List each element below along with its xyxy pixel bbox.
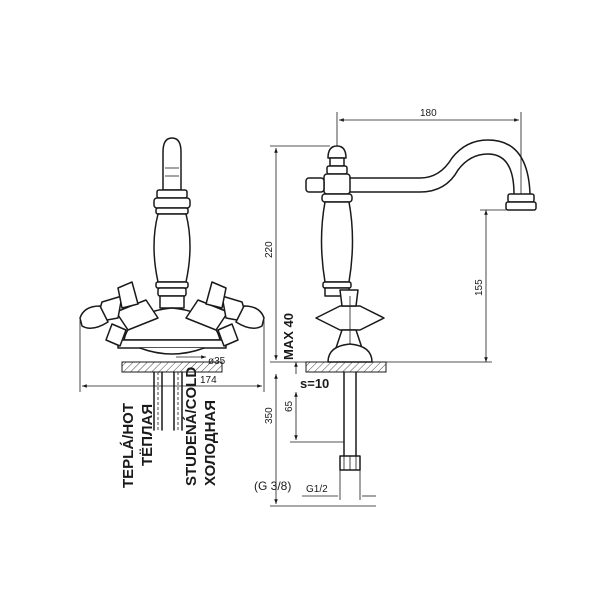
top-knob	[162, 137, 182, 191]
dim-total-height: 220	[264, 145, 330, 363]
side-view: 180 220 155 MAX 40 s=10 350	[254, 108, 537, 507]
dim-spout-reach-label: 180	[420, 108, 437, 119]
dim-below-counter-label: 350	[264, 407, 275, 424]
dim-base-diameter: ø35	[176, 355, 226, 367]
dim-spout-height: 155	[386, 209, 506, 363]
front-supply-pipes	[153, 371, 183, 431]
dim-base-diameter-label: ø35	[208, 356, 226, 367]
s-note: s=10	[300, 376, 329, 391]
side-cross-handle	[315, 289, 385, 349]
dim-thread-label: G1/2	[306, 484, 328, 495]
hot-cross-handle	[79, 281, 159, 347]
cold-label-line2: ХОЛОДНАЯ	[202, 400, 219, 486]
dim-thread: G1/2	[302, 470, 376, 500]
dim-total-height-label: 220	[264, 241, 275, 258]
dim-total-width: 174	[79, 320, 265, 392]
front-view: ø35 174 TEPLÁ/HOT ТЁПЛАЯ STUDENÁ/COLD ХО…	[79, 137, 265, 488]
cold-label-line1: STUDENÁ/COLD	[183, 367, 200, 486]
max-note: MAX 40	[281, 313, 296, 360]
dim-spout-height-label: 155	[474, 279, 485, 296]
dim-shank-length-label: 65	[284, 400, 295, 412]
front-body-column	[153, 189, 191, 309]
side-column	[320, 173, 354, 297]
dim-shank-length: 65	[284, 392, 344, 443]
side-finial	[326, 145, 348, 175]
side-spout	[305, 139, 537, 211]
dim-total-width-label: 174	[200, 375, 217, 386]
side-shank	[339, 371, 361, 471]
dim-spout-reach: 180	[336, 108, 522, 194]
side-base	[327, 343, 373, 363]
side-counter-plate	[305, 361, 387, 373]
thread-note: (G 3/8)	[254, 479, 291, 493]
hot-label-line1: TEPLÁ/HOT	[120, 403, 137, 488]
hot-label-line2: ТЁПЛАЯ	[139, 404, 156, 466]
dim-below-counter: 350	[264, 374, 376, 507]
front-counter-plate	[121, 361, 223, 373]
cold-cross-handle	[185, 281, 265, 347]
